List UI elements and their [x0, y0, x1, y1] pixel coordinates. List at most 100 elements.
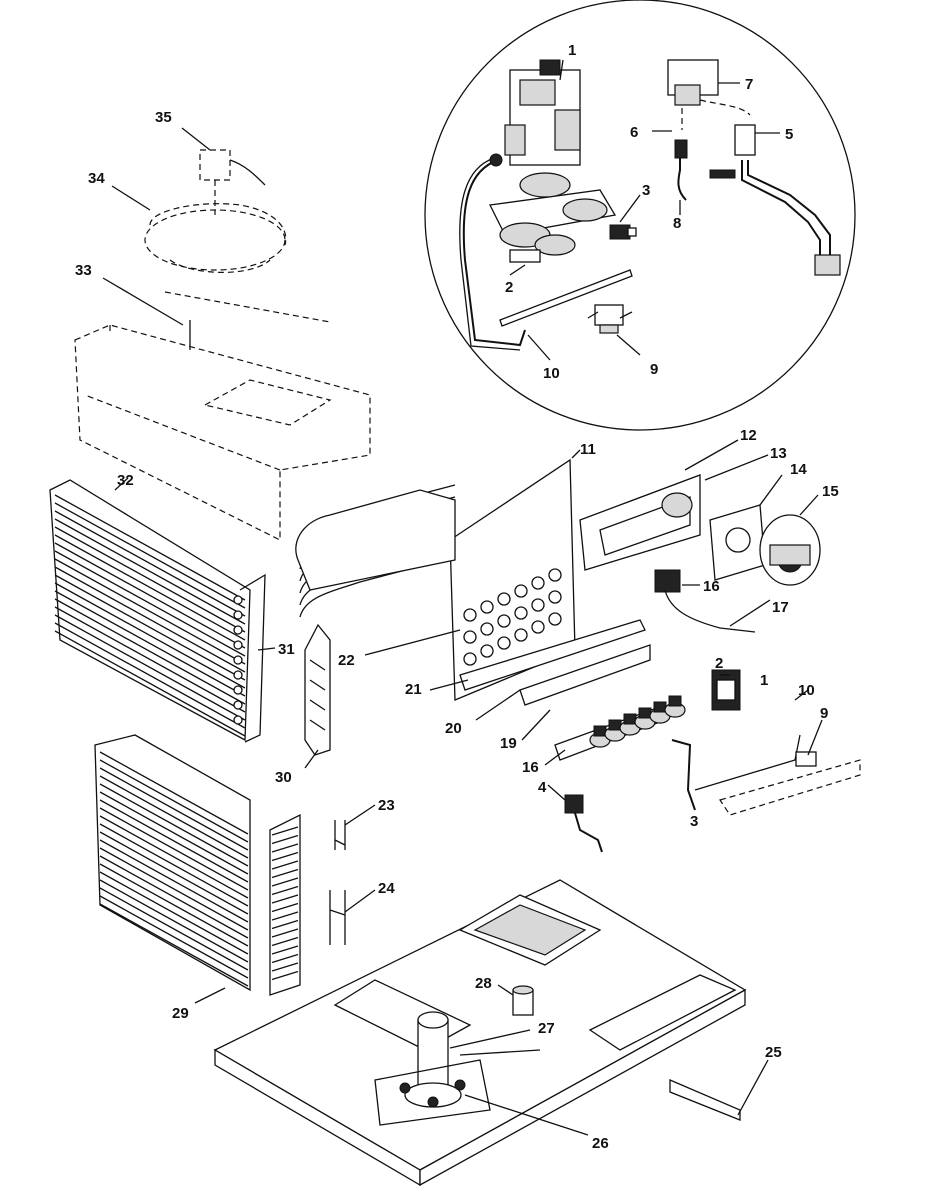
coil-fin	[54, 590, 246, 697]
base-pan	[213, 879, 747, 1187]
panel-louver	[99, 847, 249, 931]
hx-port	[531, 598, 545, 612]
blower-motor	[144, 149, 287, 273]
panel-louver	[99, 831, 249, 915]
coil-fin	[54, 630, 246, 737]
panel-louver	[271, 868, 299, 879]
panel-louver	[99, 807, 249, 891]
panel-louver	[99, 791, 249, 875]
coil-fin	[54, 518, 246, 625]
burner-cap	[623, 713, 637, 725]
callout-3b: 3	[690, 813, 698, 830]
hx-port	[514, 606, 528, 620]
limit-switch	[587, 304, 633, 334]
igniter-connector	[674, 139, 688, 159]
panel-louver	[99, 767, 249, 851]
ignitor	[667, 59, 751, 130]
callout-21: 21	[405, 681, 422, 698]
hx-tube	[299, 556, 456, 618]
panel-louver	[99, 887, 249, 971]
panel-louver	[99, 839, 249, 923]
callout-23: 23	[378, 797, 395, 814]
callout-1b: 1	[760, 672, 768, 689]
panel-louver	[271, 826, 299, 836]
igniter-lead	[677, 145, 687, 201]
callout-14: 14	[790, 461, 807, 478]
hx-port	[463, 652, 477, 666]
callout-2: 2	[505, 279, 513, 296]
burner-cap	[608, 719, 622, 731]
panel-louver	[271, 902, 299, 913]
callout-10b: 10	[798, 682, 815, 699]
hx-port	[531, 620, 545, 634]
coil-fin	[54, 542, 246, 649]
panel-louver	[99, 895, 249, 979]
coil-fin	[54, 534, 246, 641]
coil-fin	[54, 558, 246, 665]
callout-9b: 9	[820, 705, 828, 722]
hx-port	[480, 600, 494, 614]
callout-30: 30	[275, 769, 292, 786]
callout-8: 8	[673, 215, 681, 232]
panel-louver	[271, 877, 299, 887]
hx-port	[514, 628, 528, 642]
panel-louver	[271, 970, 299, 981]
coil-tube-end	[233, 655, 243, 665]
burner-cap	[653, 701, 667, 713]
base-rail	[669, 1079, 741, 1121]
callout-19: 19	[500, 735, 517, 752]
callout-20: 20	[445, 720, 462, 737]
burner-cap	[593, 725, 607, 737]
callout-15: 15	[822, 483, 839, 500]
callout-33: 33	[75, 262, 92, 279]
capacitor-bracket	[304, 623, 331, 756]
callout-3: 3	[642, 182, 650, 199]
callout-16: 16	[703, 578, 720, 595]
burner-cap	[638, 707, 652, 719]
gas-valve	[504, 59, 581, 166]
coil-fin	[54, 598, 246, 705]
callout-1: 1	[568, 42, 576, 59]
panel-louver	[271, 936, 299, 947]
coil-tube-end	[233, 670, 243, 680]
fan-guide	[164, 291, 331, 323]
coil-fin	[54, 566, 246, 673]
burner-manifold	[489, 172, 617, 263]
panel-louver	[99, 759, 249, 843]
gas-line	[462, 159, 526, 347]
coil-fin	[54, 526, 246, 633]
panel-louver	[271, 843, 299, 853]
orifice	[609, 224, 637, 240]
leader-lines	[102, 59, 823, 1136]
hx-port	[548, 568, 562, 582]
coil-fin	[54, 622, 246, 729]
coil-fin	[54, 582, 246, 689]
coil-fin	[54, 502, 246, 609]
hx-port	[463, 630, 477, 644]
hx-port	[531, 576, 545, 590]
coil-fin	[54, 494, 246, 601]
callout-9: 9	[650, 361, 658, 378]
panel-louver	[99, 855, 249, 939]
gas-line-fitting	[489, 153, 503, 167]
gas-valve-small	[711, 669, 741, 711]
panel-louver	[99, 751, 249, 835]
gas-pipe-lower	[671, 734, 861, 816]
panel-louver	[99, 783, 249, 867]
callout-34: 34	[88, 170, 105, 187]
callout-6: 6	[630, 124, 638, 141]
panel-louver	[271, 945, 299, 955]
callout-2b: 2	[715, 655, 723, 672]
hx-port	[463, 608, 477, 622]
panel-louver	[271, 885, 299, 896]
panel-louver	[99, 863, 249, 947]
panel-louver	[271, 851, 299, 862]
pressure-switch	[654, 569, 756, 633]
coil-tube-end	[233, 640, 243, 650]
panel-louver	[99, 799, 249, 883]
coil-fin	[54, 606, 246, 713]
manifold-bracket	[499, 269, 633, 327]
compressor	[374, 1011, 491, 1126]
